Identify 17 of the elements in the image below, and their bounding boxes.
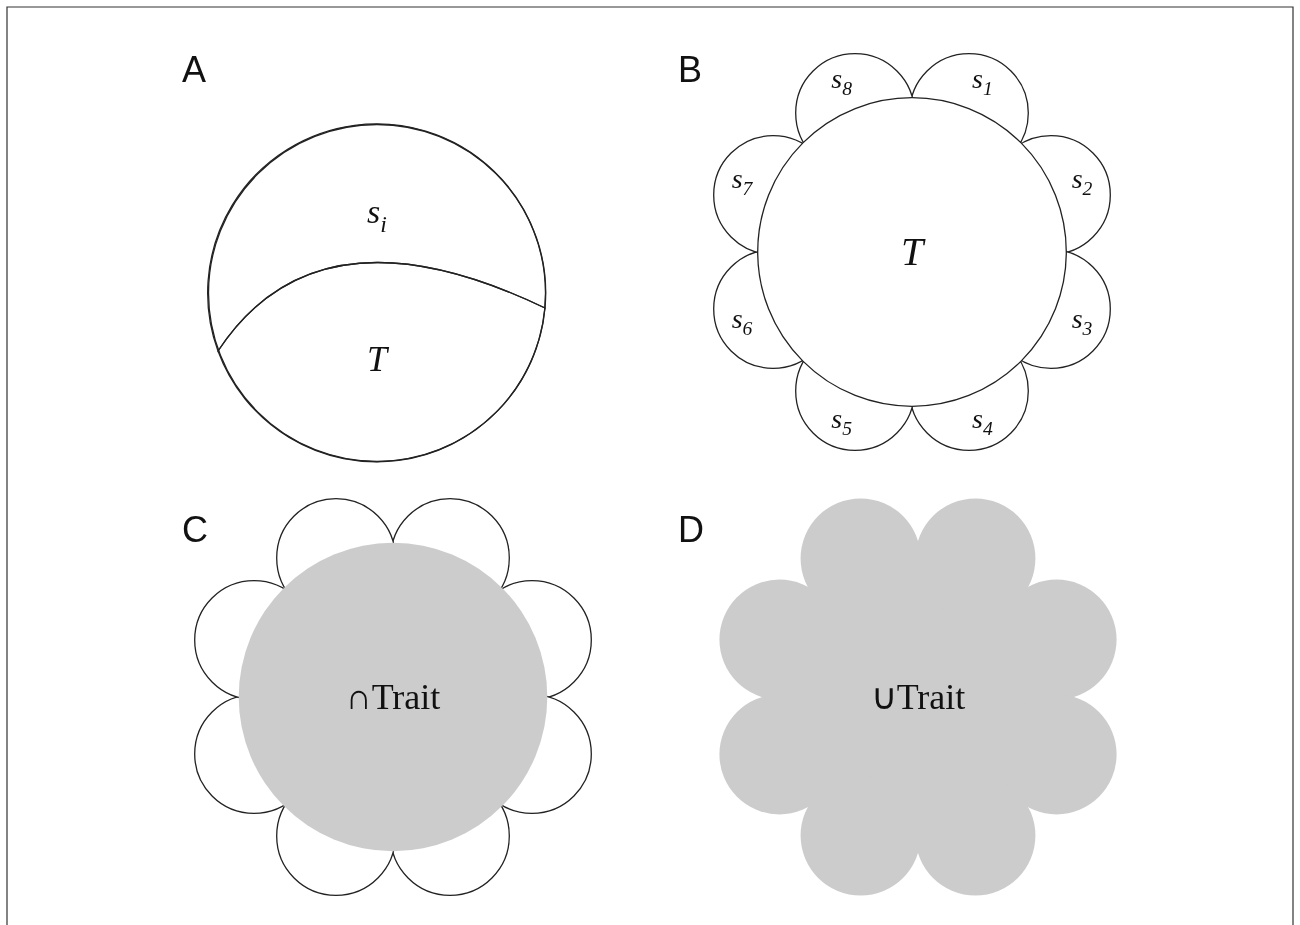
region-label: s$_{3}$ xyxy=(1071,305,1093,340)
region-label: s$_{7}$ xyxy=(731,164,753,199)
region-label: T xyxy=(900,232,924,272)
region-label: s$_{4}$ xyxy=(972,405,993,439)
region-label: T xyxy=(367,341,387,377)
region-label: s$_{5}$ xyxy=(831,405,852,439)
region-label: s$_{1}$ xyxy=(972,65,993,99)
panel-letter: B xyxy=(678,52,702,88)
region-label: s$_{2}$ xyxy=(1071,164,1093,199)
region-label: s$_{i}$ xyxy=(367,195,387,237)
region-label: ∩Trait xyxy=(345,679,441,715)
region-label: s$_{8}$ xyxy=(831,65,852,99)
panel-letter: D xyxy=(678,512,704,548)
region-label: ∪Trait xyxy=(870,679,966,715)
panel-letter: C xyxy=(182,512,208,548)
panel-letter: A xyxy=(182,52,206,88)
region-label: s$_{6}$ xyxy=(731,305,753,340)
